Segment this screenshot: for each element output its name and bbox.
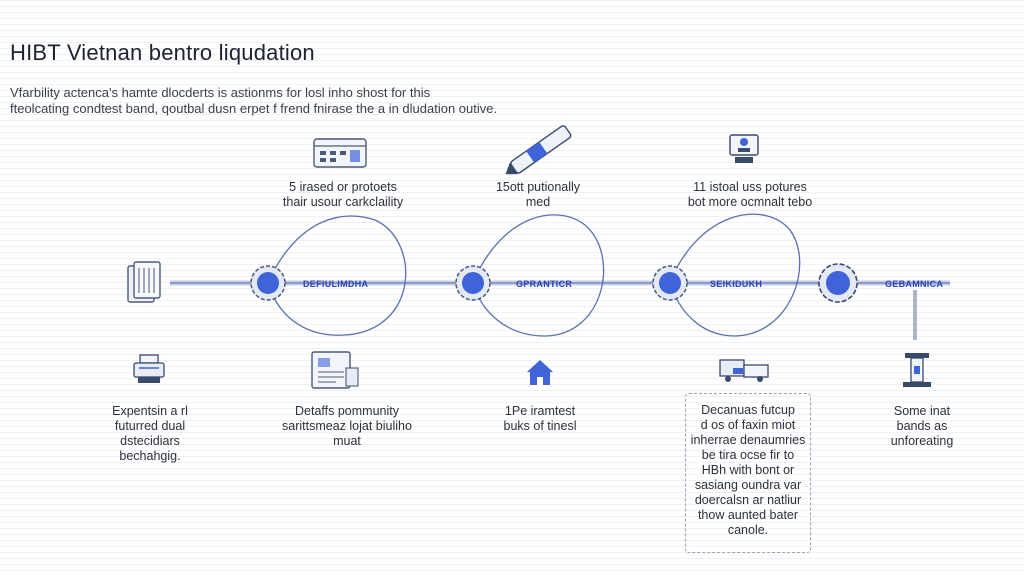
bottom-item-label-3: 1Pe iramtest buks of tinesl: [503, 404, 577, 433]
document-chart-icon: [311, 351, 359, 389]
printer-icon: [133, 354, 165, 383]
node-gear-4: [818, 263, 858, 303]
node-gear-2: [455, 265, 491, 301]
node-gear-1: [250, 265, 286, 301]
loop-arc-2: [472, 214, 605, 337]
bottom-item-label-1: Expentsin a rl futurred dual dstecidiars…: [112, 404, 188, 463]
person-monitor-icon: [729, 134, 759, 163]
diagram-subtitle: Vfarbility actenca's hamte dlocderts is …: [10, 85, 530, 117]
bottom-item-label-2: Detaffs pommunity sarittsmeaz lojat biul…: [282, 404, 412, 448]
top-item-label-1: 5 irased or protoets thair usour carkcla…: [282, 180, 404, 209]
node-label-4: GEBAMNICA: [885, 279, 943, 289]
loop-arc-1: [267, 215, 407, 336]
bottom-item-label-5: Some inat bands as unforeating: [890, 404, 954, 448]
subtitle-line: fteolcating condtest band, qoutbal dusn …: [10, 101, 498, 116]
top-item-label-3: 11 istoal uss potures bot more ocmnalt t…: [687, 180, 813, 209]
pillar-icon: [903, 353, 931, 387]
node-label-3: SEIKIDUKH: [710, 279, 762, 289]
node-gear-3: [652, 265, 688, 301]
loop-arc-3: [669, 213, 801, 337]
diagram-title: HIBT Vietnan bentro liqudation: [10, 40, 315, 65]
calendar-dashboard-icon: [313, 138, 367, 168]
detail-callout-box: [685, 393, 811, 553]
server-rack-icon: [127, 261, 161, 303]
subtitle-line: Vfarbility actenca's hamte dlocderts is …: [10, 85, 431, 100]
bottom-item-label-4: Decanuas futcup d os of faxin miot inher…: [690, 403, 806, 537]
pen-tool-icon: [505, 125, 572, 175]
home-icon: [527, 360, 553, 385]
truck-icon: [719, 359, 769, 382]
node-label-1: DEFIULIMDHA: [303, 279, 368, 289]
node-label-2: GPRANTICR: [516, 279, 572, 289]
top-item-label-2: 15ott putionally med: [495, 180, 581, 209]
